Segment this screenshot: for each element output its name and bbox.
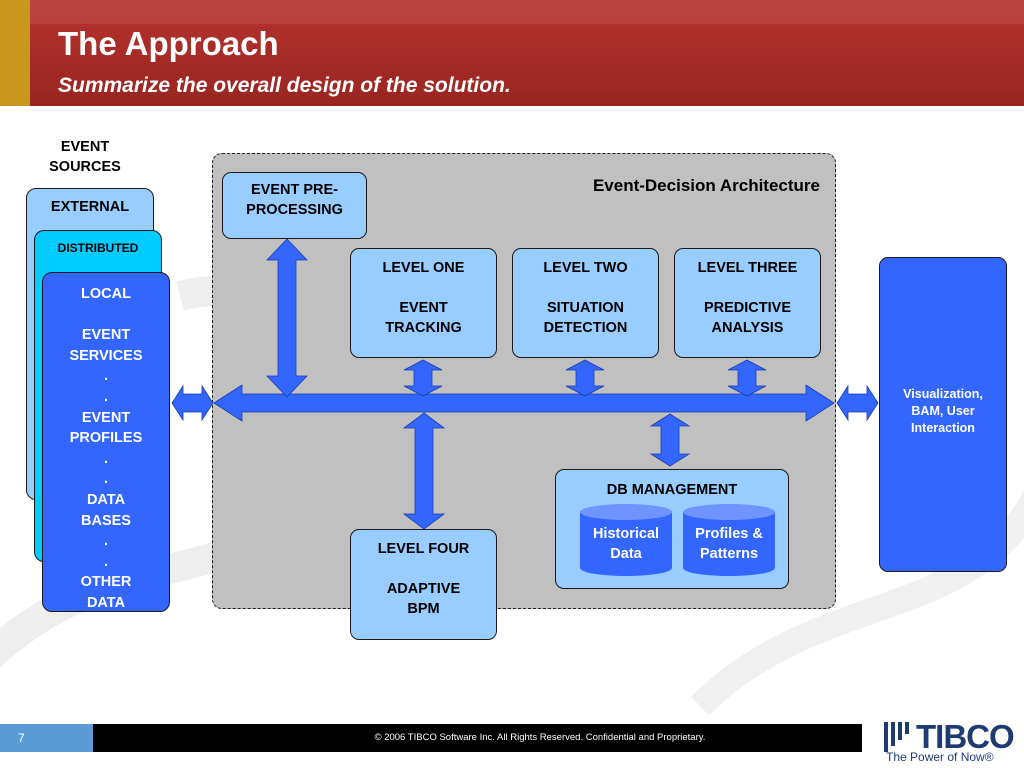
box-line: ADAPTIVE [386, 581, 461, 597]
event-preprocessing-box: EVENT PRE- PROCESSING [222, 172, 367, 239]
box-line: EVENT [399, 300, 448, 316]
architecture-title: Event-Decision Architecture [592, 176, 820, 195]
event-sources-heading-line2: SOURCES [49, 159, 121, 175]
footer-bar [0, 724, 862, 752]
box-line: TRACKING [385, 320, 462, 336]
slide-title: The Approach [58, 25, 279, 62]
local-line: BASES [81, 512, 131, 529]
title-bar-highlight [30, 0, 1024, 24]
profiles-patterns-label: Profiles & Patterns [683, 524, 775, 564]
external-label: EXTERNAL [50, 199, 130, 215]
event-sources-heading-line1: EVENT [60, 139, 110, 155]
cylinder-line: Historical [592, 526, 660, 542]
local-line: . [103, 450, 109, 467]
local-line: . [103, 553, 109, 570]
local-line: SERVICES [69, 347, 143, 364]
local-line: . [103, 368, 109, 385]
box-line: PREDICTIVE [703, 300, 791, 316]
title-bar-accent [0, 0, 30, 106]
local-line: OTHER [80, 574, 132, 591]
tibco-logo-text: TIBCO [916, 718, 1015, 755]
tibco-logo-icon [884, 722, 909, 752]
slide-subtitle: Summarize the overall design of the solu… [58, 74, 511, 97]
main-bus-arrow [213, 384, 835, 422]
local-line: DATA [86, 491, 126, 508]
level-two-arrow [565, 359, 605, 397]
visualization-line: BAM, User [911, 404, 975, 418]
footer-page-tab [0, 724, 93, 752]
local-line: . [103, 533, 109, 550]
distributed-label: DISTRIBUTED [57, 241, 139, 255]
local-line: . [103, 471, 109, 488]
local-line: DATA [86, 594, 126, 611]
title-bar [0, 0, 1024, 106]
local-line: LOCAL [81, 286, 131, 302]
box-line: ANALYSIS [711, 320, 784, 336]
level-four-box: LEVEL FOUR ADAPTIVE BPM [350, 529, 497, 640]
box-line: LEVEL TWO [543, 260, 628, 276]
left-connector-arrow [171, 384, 214, 422]
right-connector-arrow [836, 384, 879, 422]
preprocessing-arrow [266, 238, 308, 398]
level-one-box: LEVEL ONE EVENT TRACKING [350, 248, 497, 358]
cylinder-line: Data [610, 546, 642, 562]
local-line: PROFILES [69, 430, 143, 447]
box-line: SITUATION [546, 300, 625, 316]
box-line: DETECTION [543, 320, 628, 336]
box-line: LEVEL THREE [697, 260, 798, 276]
db-management-title: DB MANAGEMENT [606, 482, 738, 498]
level-three-arrow [727, 359, 767, 397]
box-line: LEVEL ONE [382, 260, 465, 276]
page-number: 7 [18, 731, 25, 745]
event-sources-heading: EVENT SOURCES [30, 137, 140, 177]
historical-data-label: Historical Data [580, 524, 672, 564]
historical-data-cylinder-icon [580, 504, 672, 576]
box-line: PROCESSING [246, 202, 343, 218]
visualization-line: Interaction [911, 421, 975, 435]
cylinder-line: Profiles & [695, 526, 763, 542]
visualization-line: Visualization, [903, 387, 983, 401]
box-line: EVENT PRE- [250, 182, 338, 198]
copyright-notice: © 2006 TIBCO Software Inc. All Rights Re… [374, 732, 706, 743]
local-sources-card: LOCAL EVENT SERVICES . . EVENT PROFILES … [42, 272, 170, 612]
local-line: . [103, 388, 109, 405]
box-line: LEVEL FOUR [377, 541, 470, 557]
tibco-tagline: The Power of Now® [886, 750, 994, 764]
level-two-box: LEVEL TWO SITUATION DETECTION [512, 248, 659, 358]
box-line: BPM [407, 601, 440, 617]
local-line: EVENT [81, 409, 131, 426]
level-three-box: LEVEL THREE PREDICTIVE ANALYSIS [674, 248, 821, 358]
local-line: EVENT [81, 327, 131, 344]
visualization-box: Visualization, BAM, User Interaction [879, 257, 1007, 572]
profiles-patterns-cylinder-icon [683, 504, 775, 576]
level-one-arrow [403, 359, 443, 397]
db-arrow [649, 413, 691, 467]
cylinder-line: Patterns [699, 546, 759, 562]
